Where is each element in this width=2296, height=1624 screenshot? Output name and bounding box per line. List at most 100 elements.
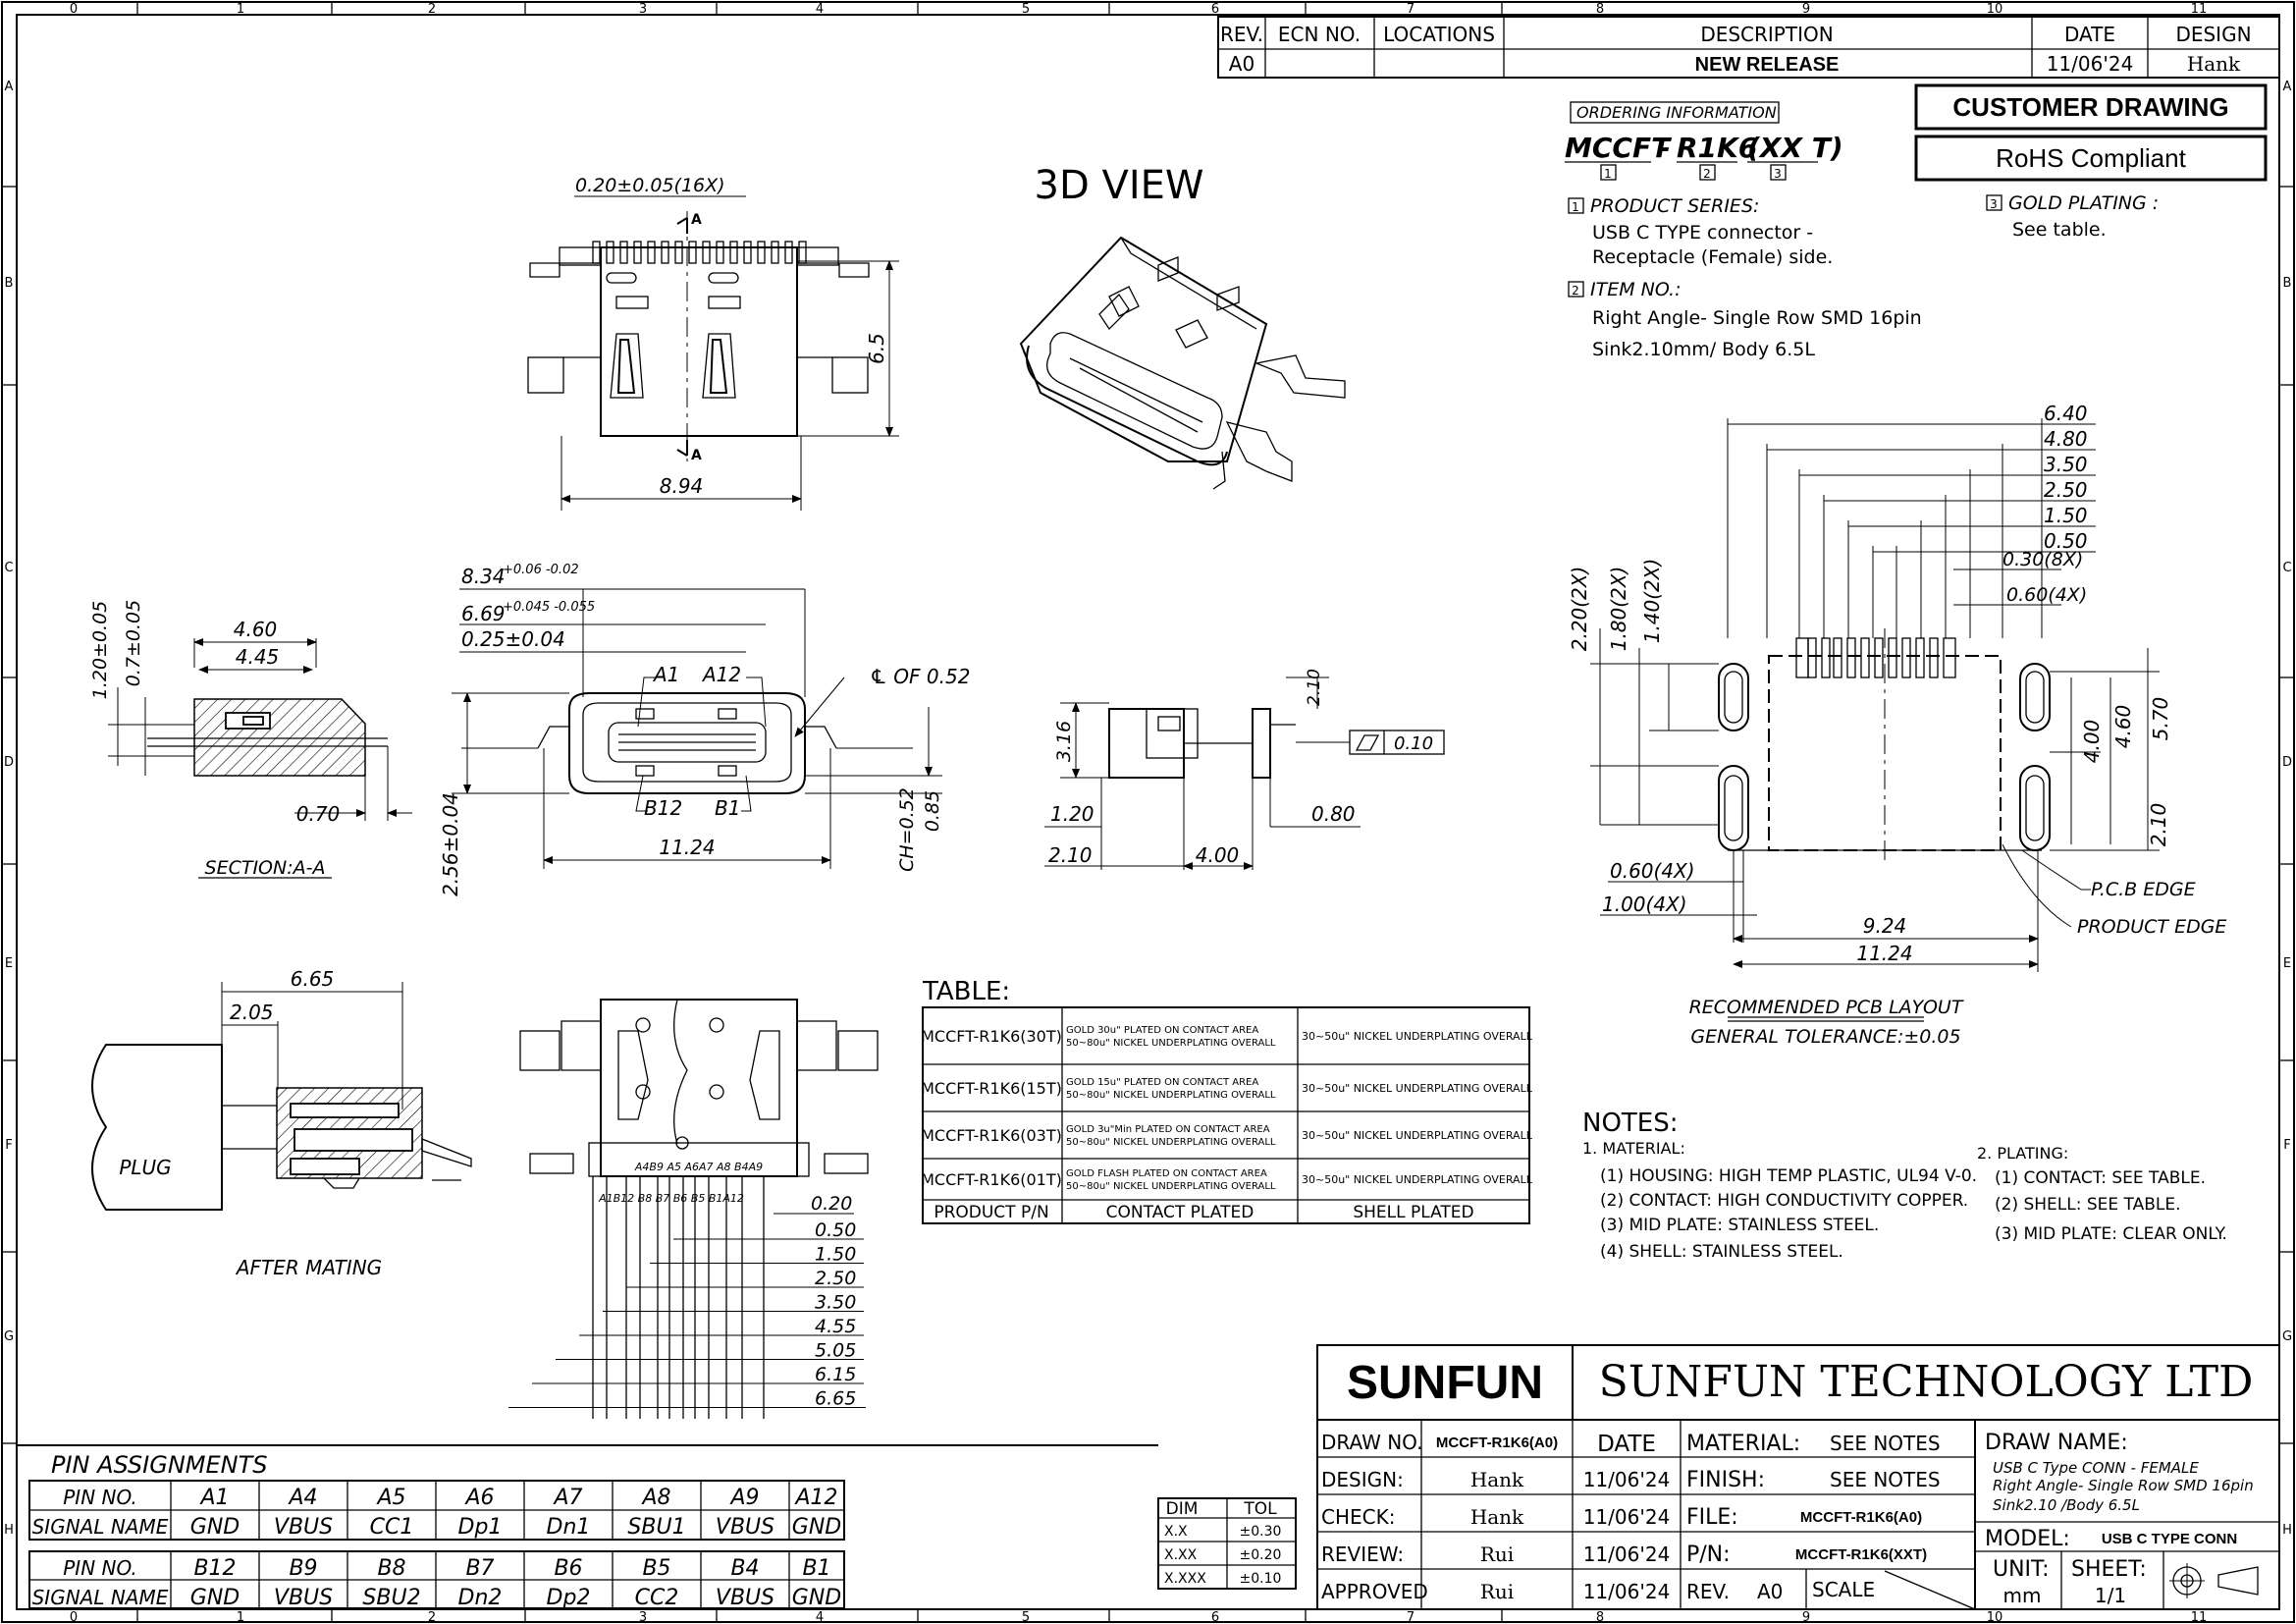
pcb-060-dim: 0.60(4X) [2006, 584, 2087, 606]
pin-tail [757, 241, 766, 264]
bottom-dim-6: 6.15 [815, 1364, 856, 1385]
gold-plating-line: See table. [2012, 219, 2107, 241]
notes-material-3: (3) MID PLATE: STAINLESS STEEL. [1600, 1216, 1879, 1235]
table-contact-2: 50~80u" NICKEL UNDERPLATING OVERALL [1066, 1137, 1276, 1148]
design-role: DESIGN: [1321, 1468, 1404, 1491]
pin-cell: B7 [465, 1556, 494, 1581]
table-pn: MCCFT-R1K6(01T) [921, 1170, 1062, 1189]
product-series-line-2: Receptacle (Female) side. [1592, 246, 1833, 268]
table-title: TABLE: [922, 977, 1010, 1006]
front-pin-a12: A12 [701, 663, 741, 686]
unit-label: UNIT: [1993, 1557, 2049, 1582]
column-label: 6 [1211, 2, 1219, 17]
column-label: 5 [1022, 1610, 1030, 1624]
front-256-dim: 2.56±0.04 [439, 792, 462, 896]
pin-cell: B5 [642, 1556, 670, 1581]
row-label: A [2283, 80, 2292, 94]
ecn-header: ECN NO. [1278, 23, 1361, 46]
pcb-pad [1846, 637, 1856, 678]
pin-cell: GND [190, 1586, 240, 1610]
section-mark-top: A [691, 212, 702, 228]
front-pin-b12: B12 [644, 796, 682, 820]
row-label: H [4, 1523, 14, 1538]
draw-name-line-1: USB C Type CONN - FEMALE [1993, 1459, 2199, 1477]
check-name: Hank [1470, 1505, 1524, 1529]
front-834-dim: 8.34 [461, 565, 506, 588]
pcb-570-dim: 5.70 [2149, 697, 2172, 741]
after-mating-label: AFTER MATING [235, 1256, 382, 1279]
3d-view: 3D VIEW [1019, 163, 1346, 490]
notes-plating-1: (1) CONTACT: SEE TABLE. [1995, 1168, 2206, 1188]
pin-tail [688, 241, 697, 264]
pin-tail [619, 241, 628, 264]
column-label: 11 [2191, 2, 2208, 17]
ordering-code-series: MCCFT [1565, 132, 1672, 164]
check-role: CHECK: [1321, 1505, 1395, 1529]
pcb-100-dim: 1.00(4X) [1602, 893, 1687, 916]
file-label: FILE: [1686, 1505, 1738, 1530]
table-footer-shell: SHELL PLATED [1353, 1203, 1473, 1222]
bottom-dim-7: 6.65 [815, 1388, 856, 1410]
pcb-pad [1929, 637, 1939, 678]
revision-block: REV. ECN NO. LOCATIONS DESCRIPTION DATE … [1217, 16, 2280, 79]
pin-tail [633, 241, 642, 264]
table-shell: 30~50u" NICKEL UNDERPLATING OVERALL [1302, 1129, 1533, 1142]
approved-name: Rui [1480, 1580, 1514, 1603]
top-view: 0.20±0.05(16X) A A 6.5 8.94 [527, 175, 899, 511]
model-value: USB C TYPE CONN [2102, 1531, 2237, 1547]
bottom-dim-4: 4.55 [815, 1316, 856, 1337]
notes-section: NOTES: 1. MATERIAL: (1) HOUSING: HIGH TE… [1582, 1109, 2227, 1262]
pcb-400-dim: 4.00 [2080, 720, 2104, 764]
bottom-view: A4B9 A5 A6A7 A8 B4A9 A1B12 B8 B7 B6 B5 B… [508, 999, 879, 1419]
design-date: 11/06'24 [1583, 1468, 1671, 1491]
rohs-badge: RoHS Compliant [1914, 135, 2268, 182]
marker-1: 1 [1604, 167, 1612, 181]
pcb-pad [1795, 637, 1809, 678]
section-label: SECTION:A-A [205, 857, 326, 879]
svg-text:CUSTOMER DRAWING: CUSTOMER DRAWING [1952, 92, 2228, 122]
pcb-210-dim: 2.10 [2147, 803, 2170, 847]
row-label: H [2282, 1523, 2292, 1538]
pcb-pad [1901, 637, 1911, 678]
front-centerline: ℄ OF 0.52 [870, 665, 970, 688]
column-label: 2 [428, 1610, 436, 1624]
front-025-dim: 0.25±0.04 [461, 627, 565, 651]
pin-row-label: SIGNAL NAME [32, 1586, 169, 1609]
approved-date: 11/06'24 [1583, 1580, 1671, 1603]
mating-665-dim: 6.65 [291, 967, 335, 991]
pin-row-label: SIGNAL NAME [32, 1515, 169, 1539]
bottom-dim-2: 2.50 [815, 1268, 856, 1289]
column-label: 9 [1802, 1610, 1810, 1624]
model-label: MODEL: [1985, 1527, 2070, 1551]
pin-row-label: PIN NO. [63, 1486, 137, 1509]
pcb-060b-dim: 0.60(4X) [1610, 859, 1695, 883]
side-210b-dim: 2.10 [1048, 843, 1093, 867]
ordering-code-dash: - [1659, 132, 1671, 164]
check-date: 11/06'24 [1583, 1505, 1671, 1529]
tol-header-dim: DIM [1166, 1499, 1199, 1519]
column-label: 7 [1407, 2, 1415, 17]
product-series-line-1: USB C TYPE connector - [1592, 222, 1813, 244]
material-value: SEE NOTES [1830, 1432, 1941, 1455]
table-pn: MCCFT-R1K6(15T) [921, 1079, 1062, 1098]
pcb-pad [1821, 637, 1831, 678]
unit-value: mm [2003, 1584, 2042, 1607]
pin-cell: A6 [463, 1486, 494, 1510]
section-height-07: 0.7±0.05 [123, 600, 144, 686]
pcb-pad [1874, 637, 1884, 678]
table-footer-pn: PRODUCT P/N [934, 1203, 1048, 1222]
file-value: MCCFT-R1K6(A0) [1800, 1509, 1922, 1526]
table-footer-contact: CONTACT PLATED [1106, 1203, 1255, 1222]
pcb-pad [1807, 637, 1817, 678]
material-label: MATERIAL: [1686, 1432, 1800, 1456]
marker-2: 2 [1703, 167, 1711, 181]
scale-label: SCALE [1812, 1578, 1875, 1601]
section-a-a-view: 4.60 4.45 1.20±0.05 0.7±0.05 0.70 SECTIO… [89, 600, 412, 879]
pin-cell: VBUS [274, 1586, 333, 1610]
draw-name-label: DRAW NAME: [1985, 1431, 2128, 1455]
pcb-924-dim: 9.24 [1863, 914, 1907, 938]
front-pin-b1: B1 [715, 796, 740, 820]
rev-value: A0 [1229, 52, 1255, 76]
side-400-dim: 4.00 [1196, 843, 1240, 867]
